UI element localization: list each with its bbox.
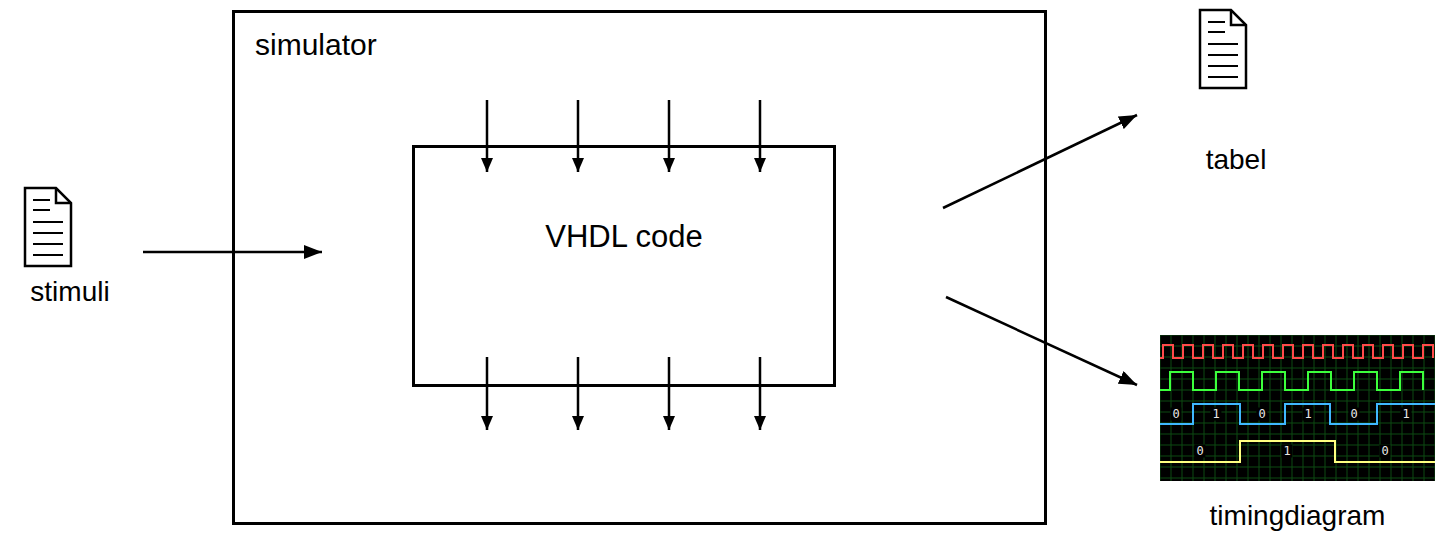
timing-waveform-image (1160, 335, 1435, 481)
signal-value: 1 (1302, 408, 1313, 421)
caption: tabel (1206, 145, 1267, 175)
signal-value: 0 (1194, 445, 1205, 458)
signal-value: 0 (1256, 408, 1267, 421)
simulator-box: simulatorVHDL code (232, 10, 1047, 525)
timing-diagram: timingdiagram (1160, 333, 1435, 542)
caption: timingdiagram (1210, 501, 1386, 531)
signal-value: 1 (1281, 445, 1292, 458)
document-icon (1200, 10, 1246, 88)
caption: stimuli (30, 277, 109, 307)
port-arrows (487, 100, 760, 430)
box-title: simulator (255, 28, 377, 62)
signal-value: 1 (1400, 408, 1411, 421)
document-icon (25, 188, 71, 266)
signal-value: 1 (1210, 408, 1221, 421)
flow-arrow (943, 115, 1137, 208)
signal-value: 0 (1348, 408, 1359, 421)
document-icon: tabel (1180, 5, 1292, 180)
flow-arrow (946, 297, 1137, 385)
code-box: VHDL code (412, 145, 836, 387)
signal-value: 0 (1379, 445, 1390, 458)
document-icon: stimuli (15, 185, 125, 310)
box-title: VHDL code (545, 219, 702, 255)
signal-value: 0 (1170, 408, 1181, 421)
